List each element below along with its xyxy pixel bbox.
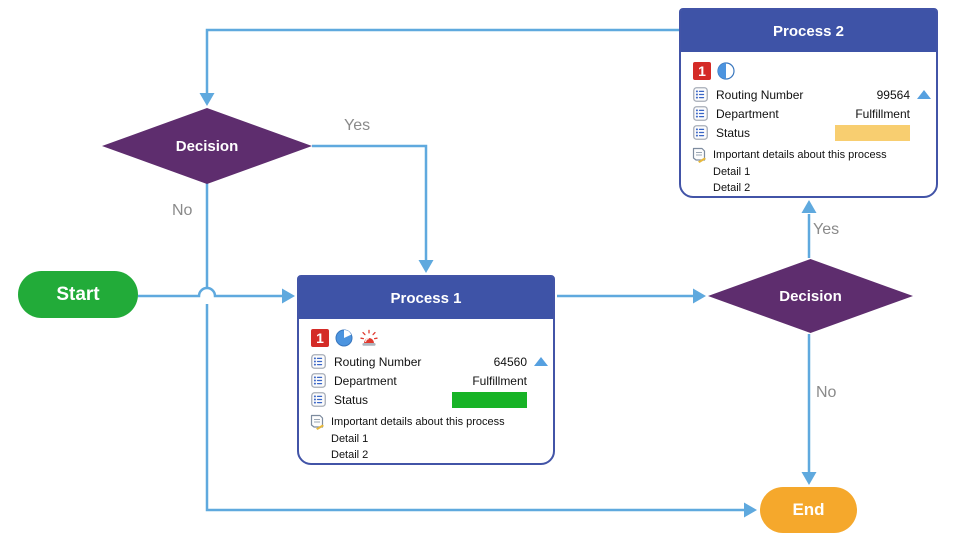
arrowhead-icon bbox=[744, 502, 757, 518]
connector-decision-left-no-to-end bbox=[205, 183, 744, 512]
note-detail: Detail 2 bbox=[331, 449, 369, 461]
start-label: Start bbox=[56, 283, 100, 305]
list-icon bbox=[693, 106, 708, 121]
field-label: Department bbox=[716, 106, 779, 121]
list-icon bbox=[311, 373, 326, 388]
list-icon bbox=[311, 354, 326, 369]
field-value: Fulfillment bbox=[855, 106, 910, 121]
field-value: 64560 bbox=[493, 354, 527, 369]
process2-body: 1 Routing Number 99564 bbox=[681, 52, 936, 196]
decision-left-no-label: No bbox=[172, 202, 193, 219]
field-value: 99564 bbox=[876, 87, 910, 102]
arrowhead-icon bbox=[418, 260, 434, 273]
note-detail: Detail 1 bbox=[331, 433, 369, 445]
field-label: Department bbox=[334, 373, 397, 388]
status-bar bbox=[835, 124, 910, 141]
field-value: Fulfillment bbox=[472, 373, 527, 388]
half-circle-icon bbox=[717, 61, 735, 80]
process2-note: Important details about this process bbox=[681, 142, 936, 164]
field-label: Status bbox=[716, 125, 751, 140]
field-label: Routing Number bbox=[334, 354, 422, 369]
process1-note: Important details about this process bbox=[299, 409, 553, 431]
process2-field-routing: Routing Number 99564 bbox=[681, 85, 936, 104]
process2-icons-row: 1 bbox=[681, 61, 936, 85]
process1-node[interactable]: Process 1 1 bbox=[297, 275, 555, 465]
arrowhead-icon bbox=[282, 288, 295, 304]
note-icon bbox=[691, 147, 707, 164]
note-title: Important details about this process bbox=[713, 149, 887, 161]
connector-decision-left-yes-to-process1 bbox=[312, 144, 428, 260]
note-detail: Detail 1 bbox=[713, 166, 751, 178]
alarm-icon bbox=[359, 329, 379, 347]
process1-field-routing: Routing Number 64560 bbox=[299, 352, 553, 371]
arrowhead-icon bbox=[693, 288, 706, 304]
arrowhead-icon bbox=[801, 472, 817, 485]
arrowhead-icon bbox=[801, 200, 817, 213]
process2-header: Process 2 bbox=[681, 10, 936, 52]
process1-icons-row: 1 bbox=[299, 328, 553, 352]
process2-title: Process 2 bbox=[773, 22, 844, 40]
process2-field-department: Department Fulfillment bbox=[681, 104, 936, 123]
end-node[interactable]: End bbox=[760, 487, 857, 533]
end-label: End bbox=[792, 500, 825, 519]
start-node[interactable]: Start bbox=[18, 271, 138, 318]
decision-left-label: Decision bbox=[175, 137, 239, 155]
list-icon bbox=[311, 392, 326, 407]
arrowhead-icon bbox=[199, 93, 215, 106]
number-1-badge-icon: 1 bbox=[693, 61, 711, 80]
decision-right-yes-label: Yes bbox=[813, 221, 840, 238]
field-label: Routing Number bbox=[716, 87, 804, 102]
up-triangle-icon bbox=[534, 357, 548, 366]
decision-right-no-label: No bbox=[816, 384, 837, 401]
decision-left-yes-label: Yes bbox=[344, 117, 371, 134]
list-icon bbox=[693, 87, 708, 102]
process2-node[interactable]: Process 2 1 Routing Number 99564 bbox=[679, 8, 938, 198]
process1-field-status: Status bbox=[299, 390, 553, 409]
note-icon bbox=[309, 414, 325, 431]
note-detail: Detail 2 bbox=[713, 182, 751, 194]
process1-field-department: Department Fulfillment bbox=[299, 371, 553, 390]
number-1-badge-icon: 1 bbox=[311, 328, 329, 347]
process1-body: 1 bbox=[299, 319, 553, 463]
connector-start-to-process1 bbox=[138, 286, 282, 298]
up-triangle-icon bbox=[917, 90, 931, 99]
process1-header: Process 1 bbox=[299, 277, 553, 319]
process2-field-status: Status bbox=[681, 123, 936, 142]
status-bar bbox=[452, 391, 527, 408]
pie-chart-icon bbox=[335, 329, 353, 347]
process1-title: Process 1 bbox=[390, 289, 462, 307]
connector-process2-to-decision-left bbox=[205, 28, 679, 93]
list-icon bbox=[693, 125, 708, 140]
note-title: Important details about this process bbox=[331, 416, 505, 428]
decision-right-label: Decision bbox=[779, 287, 842, 305]
field-label: Status bbox=[334, 392, 369, 407]
